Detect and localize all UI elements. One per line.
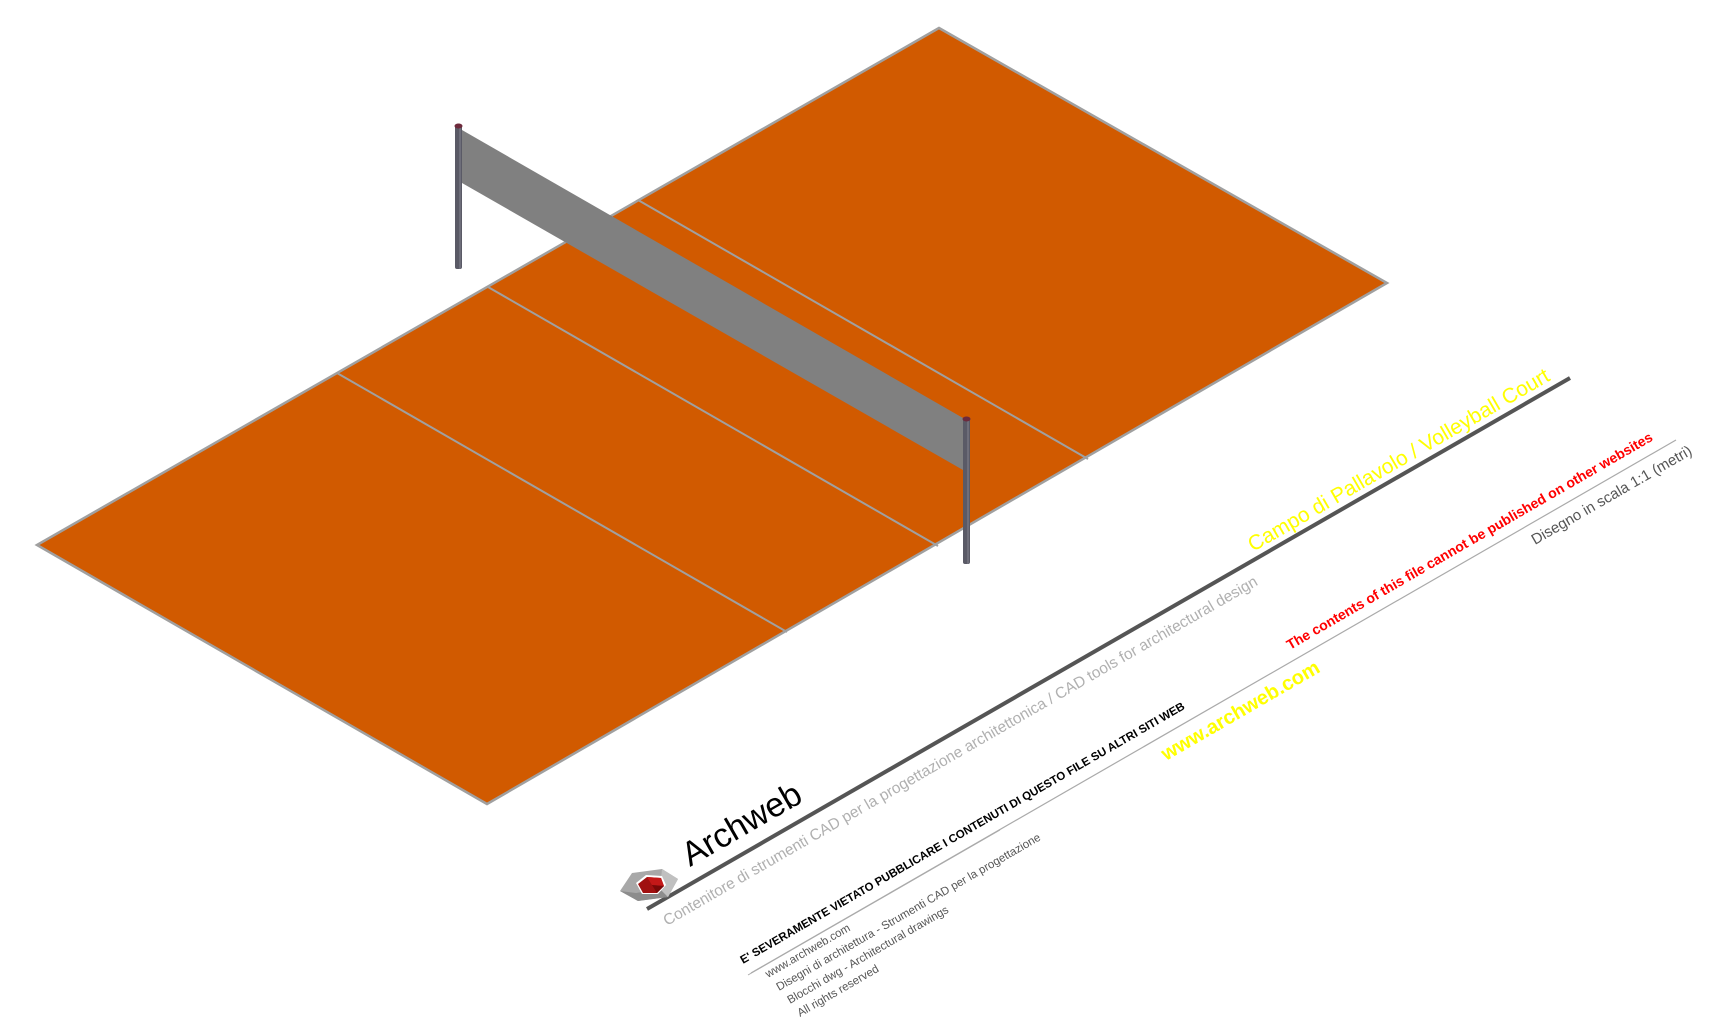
attack-line-left <box>336 372 788 633</box>
left-post-cap <box>454 123 463 129</box>
warning-english: The contents of this file cannot be publ… <box>1284 429 1656 653</box>
left-post-highlight <box>459 125 461 269</box>
volleyball-court <box>34 26 1390 806</box>
attack-line-right <box>637 199 1089 460</box>
right-post-cap <box>962 416 971 422</box>
center-line <box>487 286 939 547</box>
title-rule-credits <box>747 829 1001 976</box>
net-assembly <box>454 123 971 564</box>
right-post-highlight <box>967 418 969 564</box>
archweb-logo-icon <box>620 869 678 901</box>
title-rule-main <box>646 376 1571 911</box>
net <box>462 130 963 470</box>
